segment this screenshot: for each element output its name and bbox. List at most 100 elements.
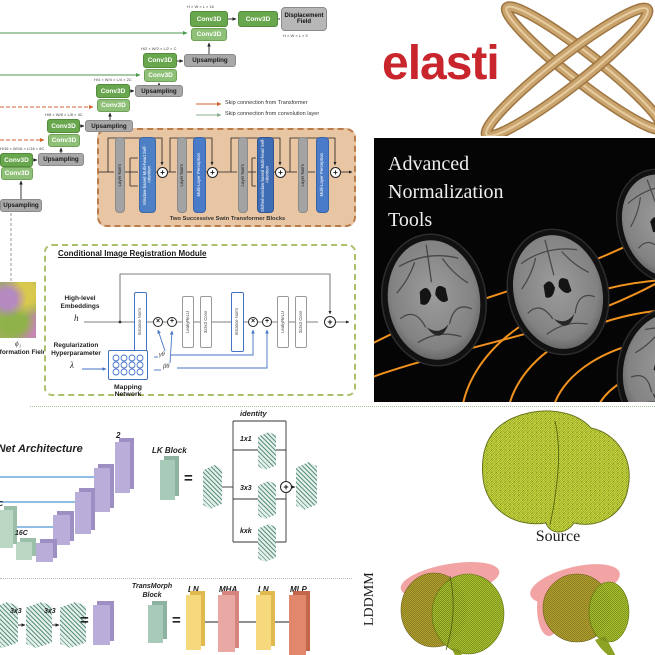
- encoder-block-tall: [0, 510, 13, 548]
- label-c: C: [0, 501, 3, 508]
- lk-block: [160, 460, 175, 500]
- label-2: 2: [116, 431, 121, 440]
- transmorph-row-divider: [0, 578, 352, 579]
- multiply-op-1: ×: [153, 317, 163, 327]
- add-op-swin-1: +: [157, 166, 168, 178]
- conv3d-l3b: Conv3D: [97, 99, 130, 112]
- elastix-panel: elasti: [372, 0, 655, 136]
- conv-3x3x3-2: 3x3x3 Conv: [295, 296, 307, 348]
- conv-block-a: [0, 602, 18, 648]
- regularization-label: Regularization Hyperparameter: [51, 342, 101, 358]
- source-label: Source: [535, 528, 581, 545]
- phi-label: ϕ₁: [14, 340, 22, 348]
- lk-output-block: [296, 462, 317, 510]
- conv3d-l2b: Conv3D: [144, 69, 177, 82]
- add-op-final: +: [324, 316, 336, 328]
- wmsa-bar: Window-based Multi-head Self-Attention: [139, 137, 156, 213]
- dim-label-l2: H/2 × W/2 × L/2 × C: [141, 46, 177, 51]
- ln-block-2: [256, 595, 271, 650]
- swin-caption: Two Successive Swin Transformer Blocks: [169, 216, 286, 222]
- ln-block-1: [186, 595, 201, 650]
- conv3d-l1: Conv3D: [190, 11, 228, 27]
- mapping-network-label: Mapping Network: [114, 384, 142, 398]
- conv3x3-label-2: 3x3: [44, 608, 56, 615]
- transmorph-block: [148, 605, 163, 643]
- mapping-network-glyph: [112, 354, 144, 376]
- conv3d-l5: Conv3D: [0, 153, 33, 167]
- decoder-block-4: [53, 515, 70, 545]
- conv3d-l1b: Conv3D: [191, 28, 227, 41]
- mlp-label: MLP: [290, 585, 307, 594]
- lddmm-graphic: [400, 562, 630, 655]
- multiply-op-2: ×: [248, 317, 258, 327]
- ants-title-line2: Normalization: [388, 181, 504, 203]
- source-mesh-graphic: [481, 410, 630, 533]
- conv3d-l5b: Conv3D: [1, 167, 33, 180]
- mapping-network-box: [108, 350, 148, 380]
- leaky-relu-1: LeakyReLU: [182, 296, 194, 348]
- conv-3x3x3-1: 3x3x3 Conv: [200, 296, 212, 348]
- conv-block-c: [60, 602, 86, 648]
- swmsa-bar: Shifted-window-based Multi-head Self-Att…: [257, 137, 274, 213]
- equals-transmorph: =: [172, 612, 181, 629]
- gamma-label: γθ: [159, 351, 165, 358]
- instance-norm-1: Instance Norm: [134, 292, 147, 352]
- kernel-3x3-label: 3x3: [240, 485, 252, 492]
- layer-norm-bar-4: Layer Norm: [298, 137, 308, 213]
- dim-label-l4: H/8 × W/8 × L/8 × 4C: [45, 112, 83, 117]
- cirm-title: Conditional Image Registration Module: [58, 249, 207, 258]
- lk-input-block: [203, 465, 222, 509]
- kernel-kxk-block: [258, 524, 276, 562]
- conv3d-l2: Conv3D: [143, 53, 177, 68]
- upsampling-l6: Upsampling: [0, 199, 42, 212]
- ln-label-1: LN: [188, 585, 199, 594]
- layer-norm-bar-1: Layer Norm: [115, 137, 125, 213]
- unet-title: U-Net Architecture: [0, 443, 83, 455]
- conv3x3-label-1: 3x3: [10, 608, 22, 615]
- rubber-band-x-graphic: [480, 1, 655, 136]
- leaky-relu-2: LeakyReLU: [277, 296, 289, 348]
- layer-norm-bar-2: Layer Norm: [177, 137, 187, 213]
- upsampling-l2: Upsampling: [184, 54, 236, 67]
- kernel-3x3-block: [258, 481, 276, 519]
- instance-norm-2: Instance Norm: [231, 292, 244, 352]
- dim-label-out: H × W × L × 3: [283, 33, 308, 38]
- kernel-1x1-block: [258, 432, 276, 470]
- upsampling-l3: Upsampling: [135, 85, 183, 97]
- decoder-block-3: [75, 492, 91, 534]
- deformation-field-label: Deformation Field: [0, 349, 47, 356]
- ln-label-2: LN: [258, 585, 269, 594]
- transmorph-block-label: TransMorph Block: [131, 583, 173, 599]
- conv3d-head: Conv3D: [238, 11, 278, 27]
- deformation-field-image: [0, 282, 36, 338]
- equals-conv: =: [80, 612, 89, 629]
- mlp-bar-2: Multi-Layer Perceptron: [316, 137, 329, 213]
- h-symbol: h: [74, 313, 79, 323]
- ants-title-line1: Advanced: [388, 153, 470, 175]
- lambda-symbol: λ: [70, 360, 74, 370]
- equals-lk: =: [184, 470, 193, 487]
- elastix-wordmark: elasti: [382, 37, 500, 90]
- upsampling-l4: Upsampling: [85, 120, 133, 132]
- encoder-block-small: [16, 542, 32, 560]
- add-op-swin-2: +: [207, 166, 218, 178]
- mha-label: MHA: [219, 585, 238, 594]
- identity-label: identity: [240, 409, 267, 418]
- conv3d-l4: Conv3D: [47, 119, 80, 133]
- lddmm-mesh-2: [530, 564, 630, 655]
- mha-block: [218, 595, 235, 652]
- upsampling-l5: Upsampling: [38, 153, 84, 166]
- add-op-swin-4: +: [330, 166, 341, 178]
- bottom-section-divider-top: [30, 406, 655, 407]
- ants-panel: Advanced Normalization Tools: [374, 138, 655, 402]
- layer-norm-bar-3: Layer Norm: [238, 137, 248, 213]
- legend-skip-conv: Skip connection from convolution layer: [225, 111, 320, 117]
- lk-block-label: LK Block: [152, 446, 187, 455]
- displacement-field-box: Displacement Field: [281, 7, 327, 31]
- legend-skip-transformer: Skip connection from Transformer: [225, 100, 308, 106]
- source-mesh-panel: Source: [458, 403, 655, 555]
- high-level-embeddings-label: High-level Embeddings: [60, 295, 100, 311]
- source-mesh-blob: [481, 410, 630, 533]
